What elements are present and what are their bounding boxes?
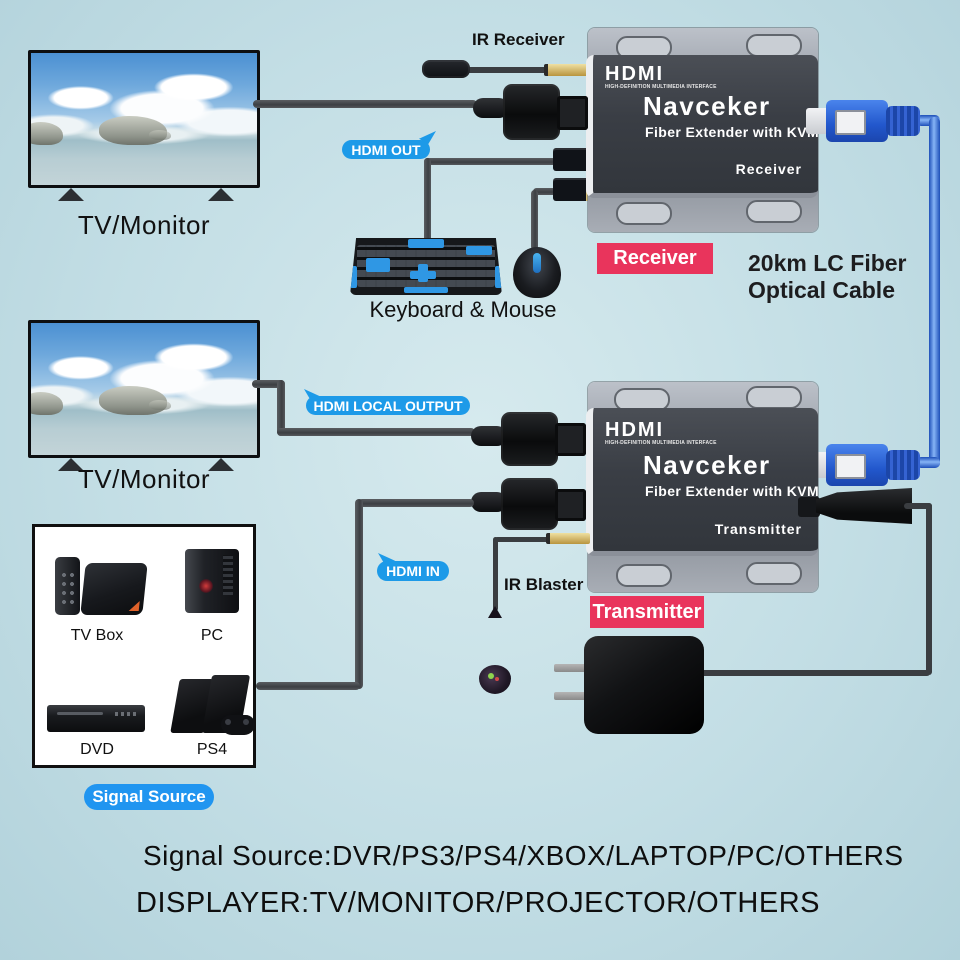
footer-displayer-line: DISPLAYER:TV/MONITOR/PROJECTOR/OTHERS [136, 887, 820, 919]
ps4-label: PS4 [196, 741, 228, 758]
hdmi-plug-tip [557, 96, 588, 130]
ir-blaster-cable-h [495, 537, 549, 542]
hdmi-local-cable-h1 [252, 380, 285, 388]
keyboard-cable-h [424, 158, 558, 165]
hdmi-plug-local-out [501, 412, 558, 466]
hdmi-plug-tip [555, 423, 586, 456]
ir-receiver-head [422, 60, 470, 78]
hdmi-in-badge: HDMI IN [377, 561, 449, 581]
transmitter-product-name: Fiber Extender with KVM [645, 483, 820, 499]
hdmi-in-cable-h1 [358, 499, 474, 507]
tv-screen-image [31, 53, 257, 185]
tv1-foot-left [58, 188, 84, 201]
fiber-label-line1: 20km LC Fiber [748, 250, 907, 276]
transmitter-brand: Navceker [643, 450, 771, 480]
mouse-cable-v [531, 190, 538, 250]
tv-screen-image [31, 323, 257, 455]
transmitter-role-text: Transmitter [714, 521, 802, 537]
tv1-label: TV/Monitor [77, 210, 211, 240]
receiver-badge: Receiver [597, 243, 713, 274]
tv1-foot-right [208, 188, 234, 201]
hdmi-plug-strain-relief [473, 98, 509, 118]
fiber-connector-receiver [826, 100, 888, 142]
controller-icon [221, 715, 255, 735]
power-cable-h1 [904, 503, 932, 509]
ir-receiver-cable [464, 67, 548, 73]
keyboard-mouse-label: Keyboard & Mouse [369, 297, 557, 322]
hdmi-plug-tip [555, 489, 586, 521]
hdmi-in-cable-v [355, 499, 363, 689]
ir-receiver-label: IR Receiver [472, 30, 565, 49]
keyboard-cable-v [424, 158, 431, 242]
hdmi-in-cable-h2 [256, 682, 360, 690]
tv2-label: TV/Monitor [77, 464, 211, 494]
usb-plug-keyboard [553, 148, 590, 171]
tv2-foot-right [208, 458, 234, 471]
receiver-brand: Navceker [643, 91, 771, 121]
tv-monitor-1 [28, 50, 260, 188]
dvd-label: DVD [80, 741, 114, 758]
pc-tower-icon [185, 549, 239, 613]
power-prong-bottom [554, 692, 586, 700]
ir-blaster-jack [546, 533, 590, 544]
ir-blaster-label: IR Blaster [504, 575, 584, 594]
ir-blaster-emitter-neck [488, 606, 502, 618]
keyboard-icon [350, 238, 502, 295]
hdmi-logo: HDMI [605, 63, 665, 85]
hdmi-plug-strain-relief [471, 492, 507, 512]
fiber-connector-latch [835, 110, 866, 135]
tv-monitor-2 [28, 320, 260, 458]
hdmi-logo: HDMI [605, 419, 665, 441]
power-plug-tip [798, 497, 820, 517]
tv-box-icon [80, 563, 148, 615]
ir-blaster-emitter [479, 665, 511, 694]
transmitter-badge: Transmitter [590, 596, 704, 628]
hdmi-plug-hdmi-in [501, 478, 558, 530]
hdmi-local-output-badge: HDMI LOCAL OUTPUT [306, 396, 470, 415]
mouse-cable-h [533, 188, 558, 195]
fiber-cable-top [916, 115, 940, 126]
fiber-connector-latch [835, 454, 866, 479]
power-cable-v [926, 503, 932, 675]
hdmi-out-badge: HDMI OUT [342, 140, 430, 159]
hdmi-local-cable-h2 [277, 428, 475, 436]
power-plug-body [816, 488, 912, 524]
hdmi-plug-strain-relief [471, 426, 507, 446]
tv-box-label: TV Box [70, 627, 124, 644]
fiber-connector-transmitter [826, 444, 888, 486]
fiber-label-line2: Optical Cable [748, 277, 895, 303]
power-prong-top [554, 664, 586, 672]
dvd-player-icon [47, 705, 145, 732]
usb-plug-mouse [553, 178, 590, 201]
tv2-foot-left [58, 458, 84, 471]
receiver-product-name: Fiber Extender with KVM [645, 124, 820, 140]
ir-jack-plug [544, 64, 590, 76]
fiber-cable-bottom [916, 457, 940, 468]
footer-signal-source-line: Signal Source:DVR/PS3/PS4/XBOX/LAPTOP/PC… [143, 840, 904, 871]
mouse-icon [513, 247, 561, 298]
hdmi-logo-subtext: HIGH-DEFINITION MULTIMEDIA INTERFACE [605, 440, 717, 446]
receiver-role-text: Receiver [735, 161, 802, 177]
fiber-connector-boot-tx [886, 450, 920, 480]
fiber-connector-boot-rx [886, 106, 920, 136]
fiber-cable-label: 20km LC Fiber Optical Cable [748, 250, 907, 304]
fiber-cable-vertical [929, 117, 940, 468]
signal-source-box: TV Box PC DVD PS4 [32, 524, 256, 768]
receiver-device: HDMI HIGH-DEFINITION MULTIMEDIA INTERFAC… [586, 55, 820, 198]
hdmi-plug-receiver [503, 84, 560, 140]
remote-icon [55, 557, 80, 615]
hdmi-local-cable-v [277, 380, 285, 436]
hdmi-cable-tv1 [253, 100, 477, 108]
power-cable-h2 [700, 670, 930, 676]
power-adapter [584, 636, 704, 734]
ir-blaster-cable-v [493, 537, 498, 611]
pc-label: PC [200, 627, 224, 644]
hdmi-logo-subtext: HIGH-DEFINITION MULTIMEDIA INTERFACE [605, 84, 717, 90]
transmitter-device: HDMI HIGH-DEFINITION MULTIMEDIA INTERFAC… [586, 408, 820, 556]
signal-source-pill: Signal Source [84, 784, 214, 810]
